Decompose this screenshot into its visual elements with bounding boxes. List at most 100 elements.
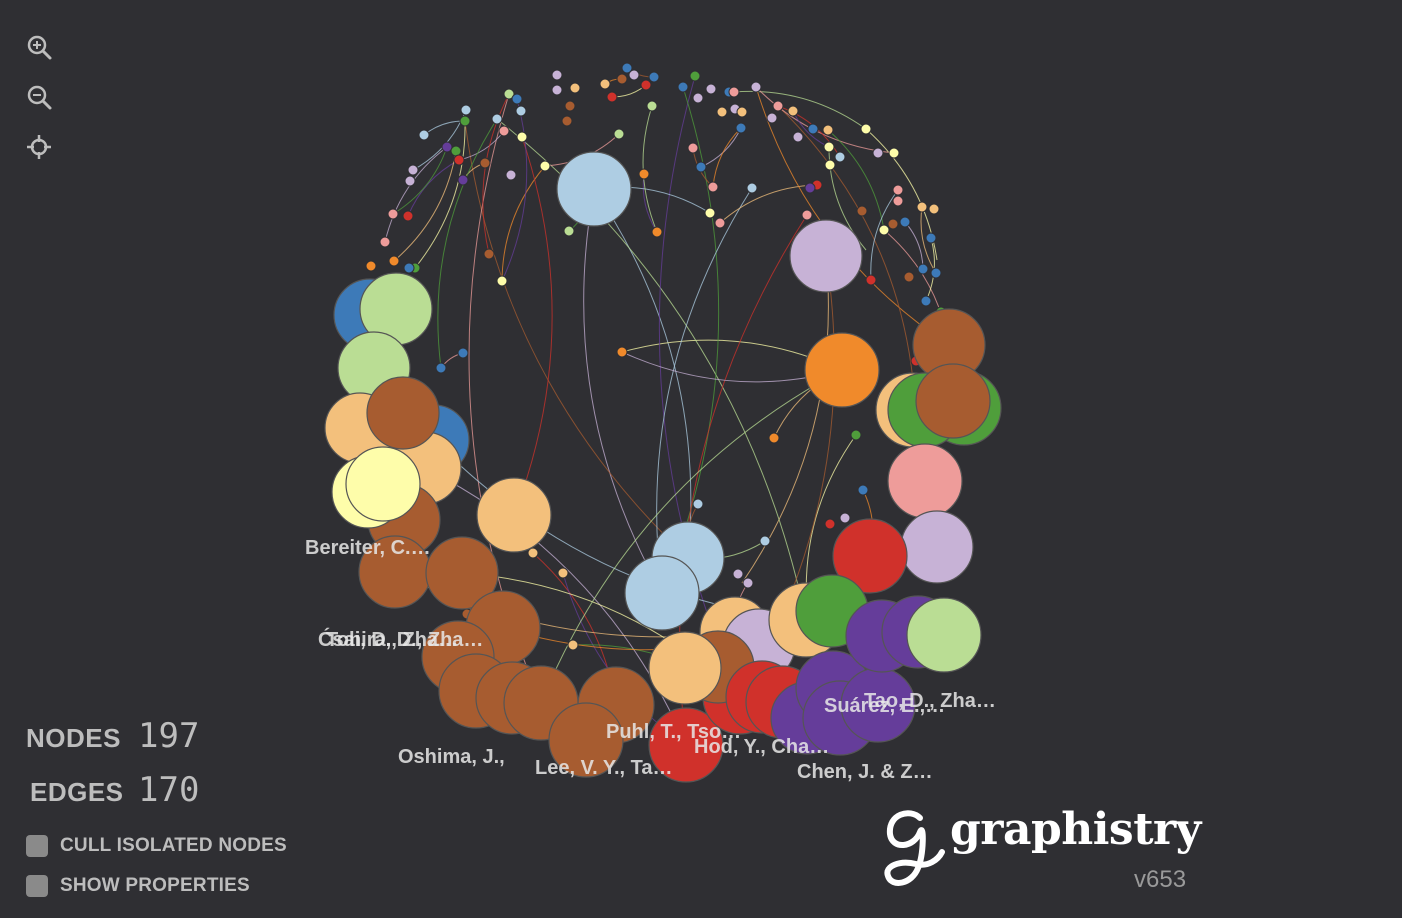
graph-node[interactable] [628,69,640,81]
show-properties-checkbox[interactable] [26,875,48,897]
graph-node[interactable] [759,535,771,547]
graph-node[interactable] [823,141,835,153]
graph-node[interactable] [832,518,908,594]
graph-node[interactable] [345,446,421,522]
graph-node[interactable] [624,555,700,631]
graph-node[interactable] [928,203,940,215]
graph-node[interactable] [692,92,704,104]
graph-node[interactable] [551,69,563,81]
graph-node[interactable] [403,262,415,274]
graph-node[interactable] [716,106,728,118]
graph-node[interactable] [920,295,932,307]
graph-node[interactable] [834,151,846,163]
graph-node[interactable] [900,510,974,584]
graph-node[interactable] [498,125,510,137]
graph-node[interactable] [872,147,884,159]
graph-node[interactable] [742,577,754,589]
graph-node[interactable] [750,81,762,93]
graph-node[interactable] [792,131,804,143]
graph-node[interactable] [732,568,744,580]
graph-node[interactable] [365,260,377,272]
graph-node[interactable] [557,567,569,579]
graph-node[interactable] [387,208,399,220]
graph-node[interactable] [457,347,469,359]
graph-node[interactable] [407,164,419,176]
graph-node[interactable] [648,631,722,705]
graph-node[interactable] [916,201,928,213]
graph-node[interactable] [404,175,416,187]
graph-node[interactable] [479,157,491,169]
graph-node[interactable] [648,707,724,783]
graph-node[interactable] [707,181,719,193]
graph-node[interactable] [704,207,716,219]
graph-node[interactable] [856,205,868,217]
graph-node[interactable] [801,209,813,221]
graph-node[interactable] [491,113,503,125]
cull-isolated-nodes-toggle[interactable]: CULL ISOLATED NODES [26,826,287,866]
graph-node[interactable] [695,161,707,173]
graph-node[interactable] [857,484,869,496]
graph-node[interactable] [453,154,465,166]
zoom-in-button[interactable] [22,30,56,64]
graph-node[interactable] [460,104,472,116]
graph-node[interactable] [850,429,862,441]
graph-node[interactable] [887,443,963,519]
graph-node[interactable] [804,332,880,408]
graph-node[interactable] [505,169,517,181]
graph-node[interactable] [772,100,784,112]
graph-node[interactable] [892,195,904,207]
graph-node[interactable] [599,78,611,90]
graph-node[interactable] [379,236,391,248]
graph-node[interactable] [483,248,495,260]
graph-node[interactable] [646,100,658,112]
graph-node[interactable] [564,100,576,112]
graph-node[interactable] [606,91,618,103]
graph-node[interactable] [613,128,625,140]
graph-node[interactable] [888,147,900,159]
graph-node[interactable] [860,123,872,135]
graph-node[interactable] [892,184,904,196]
graph-node[interactable] [878,224,890,236]
graph-node[interactable] [539,160,551,172]
graph-node[interactable] [689,70,701,82]
graph-node[interactable] [804,182,816,194]
graph-node[interactable] [677,81,689,93]
graph-node[interactable] [548,702,624,778]
graph-node[interactable] [551,84,563,96]
graph-node[interactable] [917,263,929,275]
graph-node[interactable] [930,267,942,279]
graph-node[interactable] [736,106,748,118]
graph-node[interactable] [728,86,740,98]
zoom-out-button[interactable] [22,80,56,114]
graph-node[interactable] [402,210,414,222]
graph-node[interactable] [692,498,704,510]
graph-node[interactable] [705,83,717,95]
graph-node[interactable] [839,512,851,524]
graph-node[interactable] [915,363,991,439]
graph-node[interactable] [616,73,628,85]
graph-node[interactable] [768,432,780,444]
graph-node[interactable] [450,145,462,157]
graph-node[interactable] [621,62,633,74]
show-properties-toggle[interactable]: SHOW PROPERTIES [26,866,287,906]
graph-node[interactable] [925,232,937,244]
graph-node[interactable] [714,217,726,229]
graph-node[interactable] [457,174,469,186]
graph-node[interactable] [563,225,575,237]
graph-node[interactable] [787,105,799,117]
graph-node[interactable] [569,82,581,94]
graph-node[interactable] [638,168,650,180]
graph-node[interactable] [824,159,836,171]
graph-node[interactable] [766,112,778,124]
graph-node[interactable] [651,226,663,238]
graph-node[interactable] [746,182,758,194]
graph-node[interactable] [516,131,528,143]
graph-node[interactable] [616,346,628,358]
graph-node[interactable] [789,219,863,293]
graph-node[interactable] [556,151,632,227]
graph-node[interactable] [515,105,527,117]
graph-node[interactable] [425,536,499,610]
graph-node[interactable] [640,79,652,91]
graph-node[interactable] [527,547,539,559]
